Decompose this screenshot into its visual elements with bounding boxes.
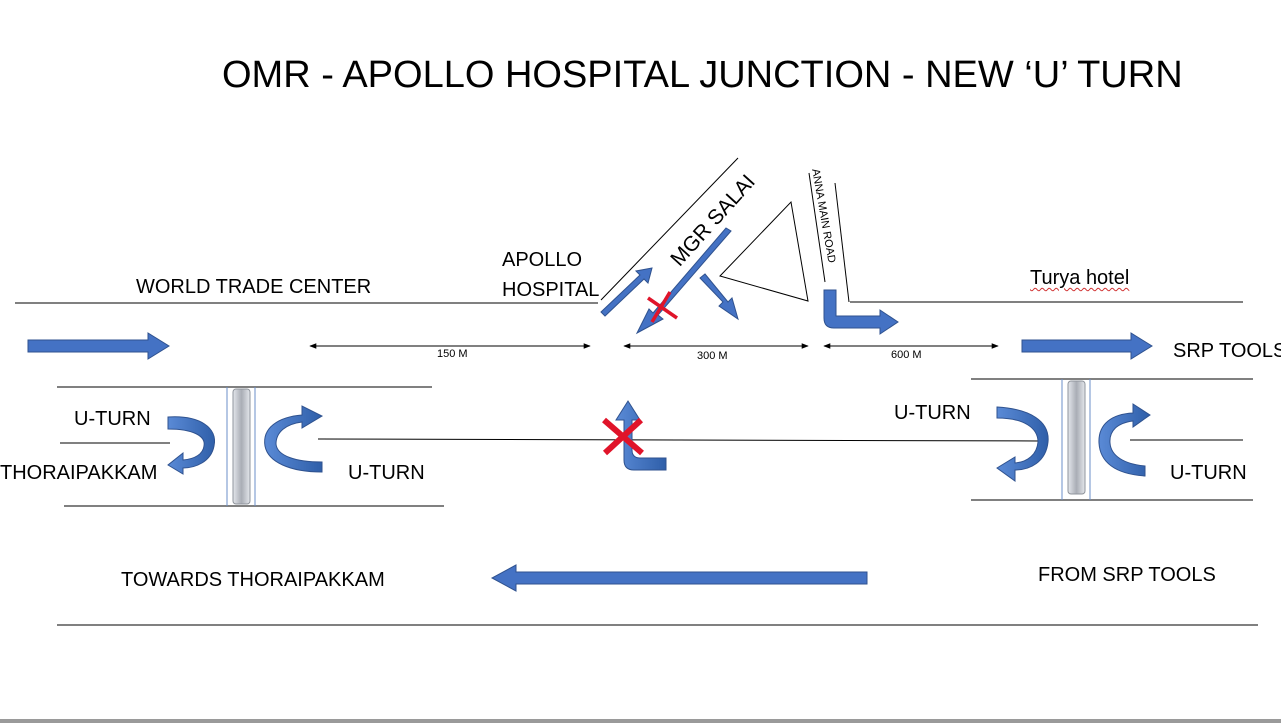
curved-u-turn-arrow-icon-right-1 — [996, 406, 1049, 482]
block-arrow-icon-west-bottom — [490, 564, 868, 592]
anna-road-left-edge — [808, 172, 826, 283]
red-cross-icon-mgr — [647, 291, 678, 323]
center-median-line — [317, 438, 1041, 442]
label-from-srp-tools: FROM SRP TOOLS — [1038, 564, 1216, 586]
blocked-u-turn-arrow-icon — [615, 400, 667, 471]
label-hospital: HOSPITAL — [502, 279, 600, 301]
traffic-island — [719, 200, 809, 302]
distance-600m: 600 M — [891, 349, 922, 361]
label-thoraipakkam: THORAIPAKKAM — [0, 462, 158, 484]
red-cross-icon-uturn — [602, 417, 644, 456]
block-arrow-icon-east-right — [1021, 332, 1153, 360]
distance-150m: 150 M — [437, 348, 468, 360]
curved-u-turn-arrow-icon-right-2 — [1098, 403, 1151, 477]
label-turya-hotel: Turya hotel — [1030, 267, 1130, 289]
curved-u-turn-arrow-icon-left-2 — [264, 405, 324, 473]
label-u-turn-right-top: U-TURN — [894, 402, 971, 424]
label-towards-thoraipakkam: TOWARDS THORAIPAKKAM — [121, 569, 385, 591]
anna-road-right-edge — [834, 182, 850, 303]
block-arrow-icon-east-left — [27, 332, 170, 360]
red-cross-icon-group — [602, 291, 678, 456]
mgr-salai-edge — [600, 157, 739, 301]
label-srp-tools: SRP TOOLS — [1173, 340, 1281, 362]
label-world-trade-center: WORLD TRADE CENTER — [136, 276, 372, 298]
label-u-turn-left-top: U-TURN — [74, 408, 151, 430]
label-apollo: APOLLO — [502, 249, 583, 271]
left-uturn-median — [226, 387, 256, 506]
road-edges — [15, 157, 1258, 626]
right-uturn-median — [1061, 379, 1091, 500]
block-arrow-icon-into-mgr-salai — [600, 267, 653, 317]
uturn-arrows — [167, 400, 1151, 482]
label-u-turn-right-bottom: U-TURN — [1170, 462, 1247, 484]
page-title: OMR - APOLLO HOSPITAL JUNCTION - NEW ‘U’… — [222, 54, 1183, 96]
label-u-turn-left-bottom: U-TURN — [348, 462, 425, 484]
block-arrow-icon-branch-southeast — [699, 273, 739, 321]
curved-u-turn-arrow-icon-left-1 — [167, 416, 216, 475]
bent-arrow-icon-anna-road — [823, 289, 899, 335]
distance-300m: 300 M — [697, 350, 728, 362]
frame-bottom-border — [0, 719, 1281, 723]
